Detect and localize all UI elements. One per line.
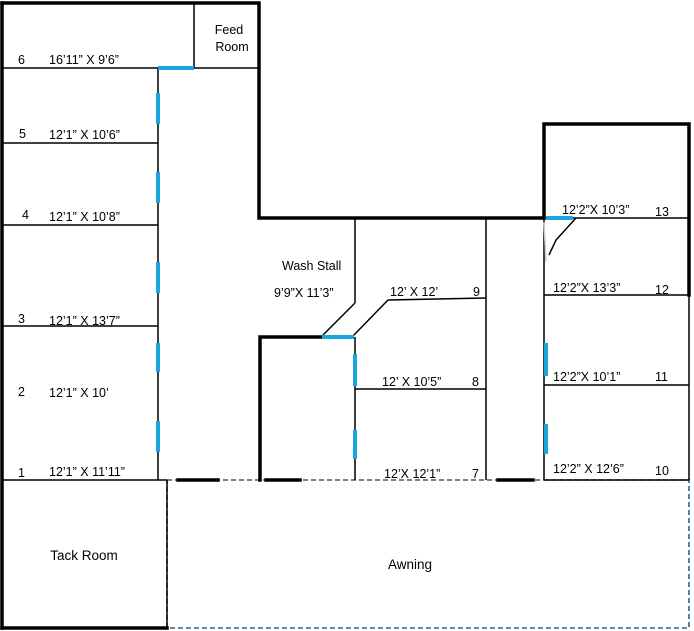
stall-10-size: 12’2” X 12’6”	[553, 462, 624, 476]
feed-room-label-line1: Feed	[215, 23, 244, 37]
stall-12-number: 12	[655, 283, 669, 297]
stall-7-size: 12’X 12’1”	[384, 467, 440, 481]
stall-9-size: 12’ X 12’	[390, 285, 438, 299]
exterior-wall-top	[0, 1, 691, 297]
stall-3-number: 3	[18, 312, 25, 326]
stall-5-size: 12’1” X 10’6”	[49, 128, 120, 142]
stall-9-bottom-wall	[351, 297, 487, 338]
doors	[156, 66, 573, 459]
stall-3-size: 12’1” X 13’7”	[49, 314, 120, 328]
stall-11-size: 12’2”X 10’1”	[553, 370, 620, 384]
stall-4-size: 12’1” X 10’8”	[49, 210, 120, 224]
stall-2-number: 2	[18, 385, 25, 399]
wash-stall-wall	[258, 335, 324, 482]
stall-8-number: 8	[472, 375, 479, 389]
stall-1-number: 1	[18, 466, 25, 480]
awning-label: Awning	[388, 557, 432, 572]
stall-13-door-swing	[543, 221, 547, 263]
wash-stall-label: Wash Stall	[282, 259, 341, 273]
stall-1-size: 12’1” X 11’11”	[49, 465, 125, 479]
stall-13-number: 13	[655, 205, 669, 219]
stall-4-number: 4	[22, 208, 29, 222]
stall-6-size: 16’11” X 9’6”	[49, 53, 119, 67]
awning-outline	[166, 479, 690, 629]
stall-9-number: 9	[473, 285, 480, 299]
stall-13-size: 12’2”X 10’3”	[562, 203, 629, 217]
stall-12-size: 12’2”X 13’3”	[553, 281, 620, 295]
stall-8-size: 12’ X 10’5”	[382, 375, 441, 389]
stall-13-angled-wall	[548, 217, 577, 256]
tack-room-label: Tack Room	[50, 548, 118, 563]
wash-stall-angled-wall	[322, 302, 356, 336]
stall-10-number: 10	[655, 464, 669, 478]
awning-area	[166, 479, 690, 629]
wash-stall-size: 9’9”X 11’3”	[274, 286, 334, 300]
stall-6-number: 6	[18, 53, 25, 67]
stall-2-size: 12’1” X 10’	[49, 386, 109, 400]
stall-11-number: 11	[655, 370, 668, 384]
stall-7-number: 7	[472, 467, 479, 481]
feed-room-label-line2: Room	[215, 40, 248, 54]
stall-5-number: 5	[19, 127, 26, 141]
